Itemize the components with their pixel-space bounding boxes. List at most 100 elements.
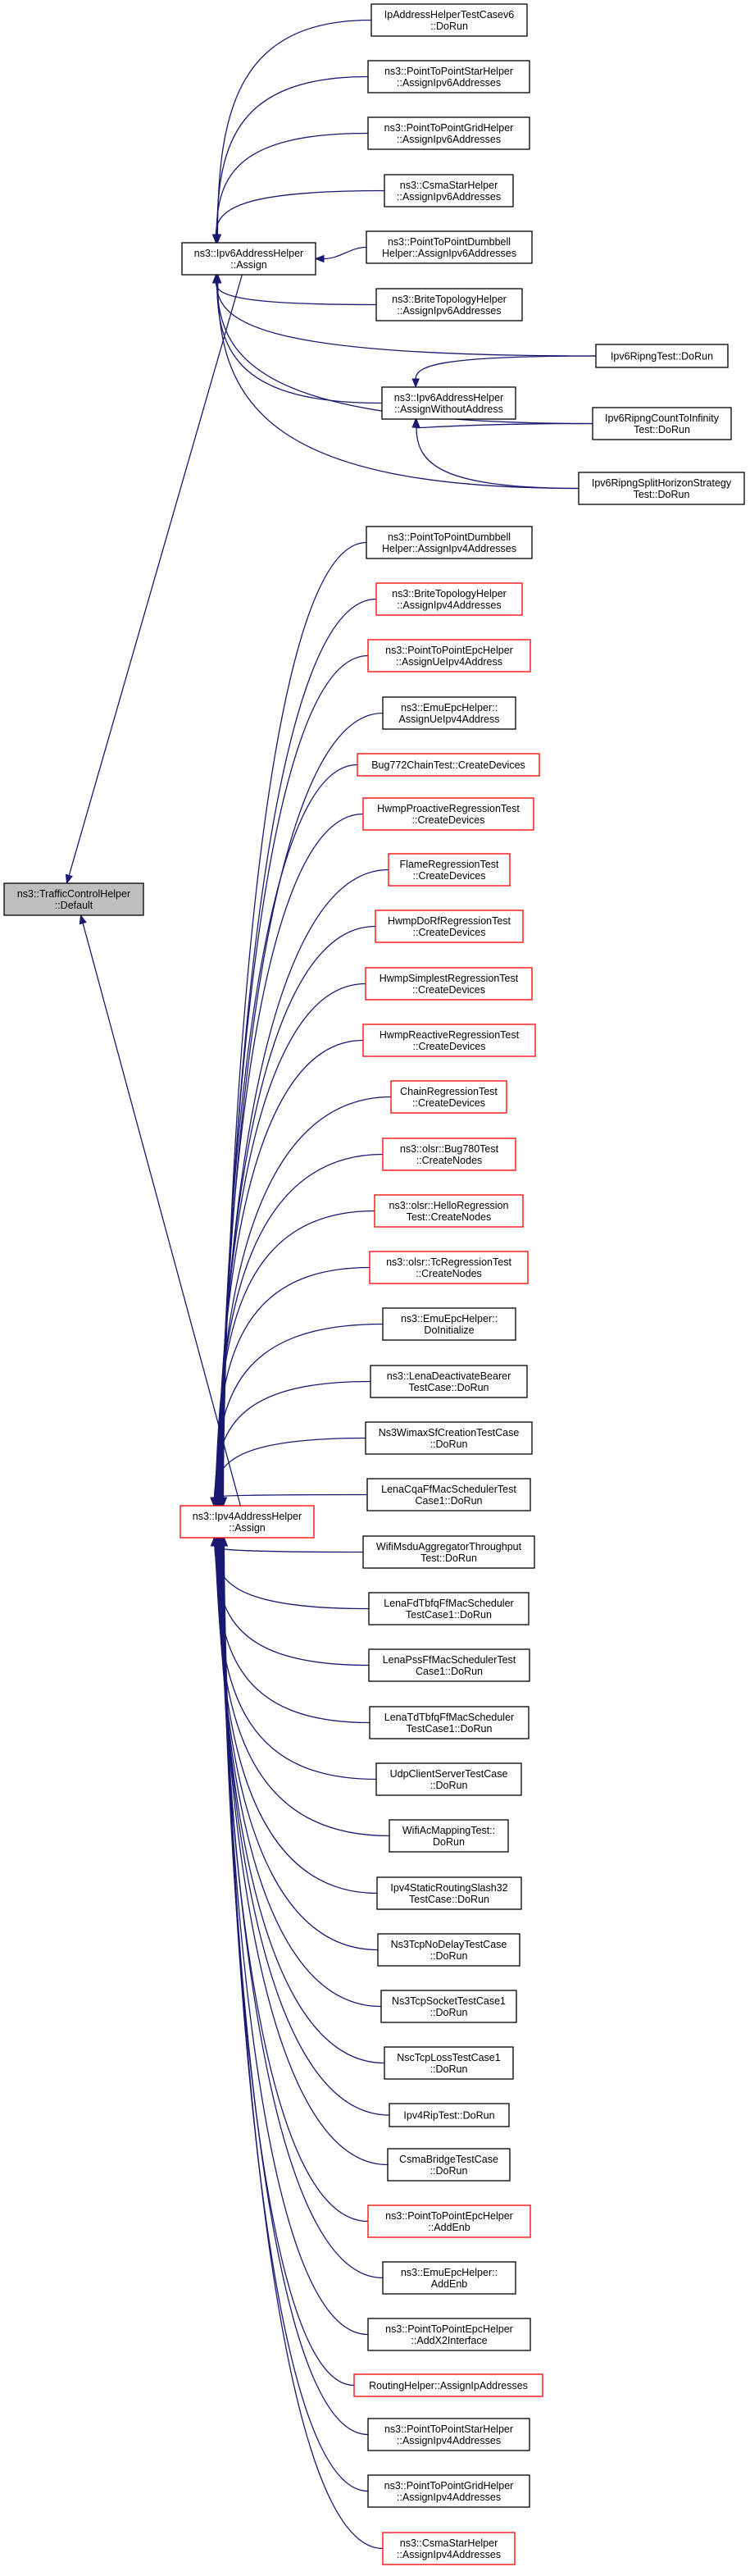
graph-node-label: ::DoRun: [430, 1438, 468, 1450]
graph-node-box: [3, 882, 144, 916]
edge-line: [216, 1545, 377, 1780]
graph-node-label: HwmpReactiveRegressionTest: [380, 1029, 520, 1041]
graph-node-ipv4-assign[interactable]: ns3::Ipv4AddressHelper::Assign: [180, 1505, 315, 1539]
edge-line: [68, 274, 243, 876]
edge-v6-star-to-ipv6-assign: [213, 75, 369, 244]
graph-node-v4-rip[interactable]: Ipv4RipTest::DoRun: [389, 2103, 510, 2127]
edge-v4-grid-to-ipv4-assign: [220, 1536, 369, 2492]
graph-node-v4-udp[interactable]: UdpClientServerTestCase::DoRun: [375, 1762, 522, 1796]
graph-node-box: [369, 1251, 529, 1284]
graph-node-box: [374, 1194, 524, 1228]
graph-node-v4-bug772[interactable]: Bug772ChainTest::CreateDevices: [357, 753, 540, 777]
graph-node-label: LenaTdTbfqFfMacScheduler: [384, 1712, 514, 1723]
edge-v4-wifi-msdu-to-ipv4-assign: [210, 1536, 364, 1553]
edge-v4-hwmp-simplest-to-ipv4-assign: [215, 983, 366, 1507]
graph-node-label: AssignUeIpv4Address: [399, 714, 500, 725]
graph-node-box: [365, 967, 533, 1001]
edge-line: [218, 1545, 382, 2008]
graph-node-ripng[interactable]: Ipv6RipngTest::DoRun: [595, 344, 729, 368]
edge-line: [214, 1380, 371, 1498]
graph-node-v4-emu-addenb[interactable]: ns3::EmuEpcHelper::AddEnb: [382, 2261, 516, 2295]
graph-node-v4-csma-bridge[interactable]: CsmaBridgeTestCase::DoRun: [387, 2148, 511, 2182]
edge-arrowhead: [65, 873, 73, 885]
graph-node-label: Helper::AssignIpv4Addresses: [382, 543, 516, 554]
graph-node-box: [366, 230, 533, 264]
graph-node-v6-grid[interactable]: ns3::PointToPointGridHelper::AssignIpv6A…: [367, 116, 530, 150]
edge-v4-lena-cqa-to-ipv4-assign: [210, 1493, 368, 1507]
graph-node-v4-hwmp-proactive[interactable]: HwmpProactiveRegressionTest::CreateDevic…: [362, 797, 534, 831]
graph-node-v4-epc[interactable]: ns3::PointToPointEpcHelper::AssignUeIpv4…: [367, 639, 531, 672]
graph-node-v4-routing[interactable]: RoutingHelper::AssignIpAddresses: [353, 2373, 543, 2397]
edge-line: [416, 426, 580, 490]
graph-node-box: [367, 639, 531, 672]
graph-node-label: ns3::PointToPointEpcHelper: [385, 645, 513, 656]
graph-node-v4-hwmp-reactive[interactable]: HwmpReactiveRegressionTest::CreateDevice…: [362, 1024, 536, 1057]
graph-node-label: ::AssignIpv4Addresses: [397, 600, 501, 611]
graph-node-label: ::AssignIpv6Addresses: [397, 77, 501, 89]
graph-node-v4-emuepc[interactable]: ns3::EmuEpcHelper::AssignUeIpv4Address: [382, 696, 516, 730]
graph-node-v4-dumbbell[interactable]: ns3::PointToPointDumbbellHelper::AssignI…: [366, 526, 533, 559]
graph-node-ipv6-without[interactable]: ns3::Ipv6AddressHelper::AssignWithoutAdd…: [381, 386, 516, 420]
graph-node-v4-star[interactable]: ns3::PointToPointStarHelper::AssignIpv4A…: [367, 2418, 530, 2451]
graph-node-v4-brite[interactable]: ns3::BriteTopologyHelper::AssignIpv4Addr…: [375, 582, 523, 616]
graph-node-v4-p2p-addenb[interactable]: ns3::PointToPointEpcHelper::AddEnb: [367, 2204, 531, 2238]
graph-node-v4-nsc-tcp[interactable]: NscTcpLossTestCase1::DoRun: [384, 2046, 514, 2080]
edge-line: [82, 923, 241, 1507]
graph-node-v4-chain[interactable]: ChainRegressionTest::CreateDevices: [390, 1080, 507, 1114]
edge-line: [220, 813, 364, 1498]
edge-v4-brite-to-ipv4-assign: [219, 598, 377, 1507]
graph-node-v4-olsr-tc[interactable]: ns3::olsr::TcRegressionTest::CreateNodes: [369, 1251, 529, 1284]
graph-node-v4-tcp-socket[interactable]: Ns3TcpSocketTestCase1::DoRun: [380, 1990, 517, 2023]
graph-node-ipv6-assign[interactable]: ns3::Ipv6AddressHelper::Assign: [181, 242, 316, 276]
graph-node-v4-grid[interactable]: ns3::PointToPointGridHelper::AssignIpv4A…: [367, 2474, 530, 2508]
graph-node-label: HwmpSimplestRegressionTest: [380, 973, 519, 984]
graph-node-v6-star[interactable]: ns3::PointToPointStarHelper::AssignIpv6A…: [367, 60, 530, 93]
graph-node-v6-casev6[interactable]: IpAddressHelperTestCasev6::DoRun: [370, 3, 528, 37]
graph-node-box: [353, 2373, 543, 2397]
graph-node-box: [180, 1505, 315, 1539]
graph-node-label: ns3::EmuEpcHelper::: [401, 1313, 498, 1324]
graph-node-v4-wifi-ac[interactable]: WifiAcMappingTest::DoRun: [389, 1819, 509, 1853]
graph-node-label: Ns3TcpNoDelayTestCase: [391, 1939, 507, 1950]
edge-v4-wifi-ac-to-ipv4-assign: [213, 1536, 390, 1837]
graph-node-label: Test::DoRun: [420, 1552, 477, 1564]
graph-node-label: ::Default: [55, 900, 93, 911]
edge-line: [215, 1323, 384, 1498]
graph-node-label: ::CreateDevices: [413, 927, 486, 938]
graph-node-v4-hwmp-simplest[interactable]: HwmpSimplestRegressionTest::CreateDevice…: [365, 967, 533, 1001]
graph-node-box: [595, 344, 729, 368]
graph-node-label: ns3::Ipv6AddressHelper: [194, 248, 303, 259]
graph-node-label: ::CreateNodes: [416, 1268, 482, 1279]
graph-node-label: ns3::EmuEpcHelper::: [401, 2267, 498, 2278]
graph-node-v4-p2p-x2[interactable]: ns3::PointToPointEpcHelper::AddX2Interfa…: [367, 2318, 531, 2351]
graph-node-v6-brite[interactable]: ns3::BriteTopologyHelper::AssignIpv6Addr…: [375, 288, 523, 321]
edge-line: [216, 1153, 384, 1498]
graph-node-label: TestCase::DoRun: [409, 1382, 489, 1393]
graph-node-v4-flame[interactable]: FlameRegressionTest::CreateDevices: [388, 853, 511, 887]
graph-node-v6-csma[interactable]: ns3::CsmaStarHelper::AssignIpv6Addresses: [384, 174, 514, 207]
edge-v4-udp-to-ipv4-assign: [212, 1536, 377, 1780]
graph-node-v4-hwmp-dorf[interactable]: HwmpDoRfRegressionTest::CreateDevices: [375, 910, 524, 943]
graph-node-v4-csma-star[interactable]: ns3::CsmaStarHelper::AssignIpv4Addresses: [382, 2532, 516, 2565]
graph-node-label: ns3::PointToPointDumbbell: [388, 531, 511, 543]
graph-node-v4-tcp-nodelay[interactable]: Ns3TcpNoDelayTestCase::DoRun: [377, 1933, 520, 1967]
graph-node-v4-wimax[interactable]: Ns3WimaxSfCreationTestCase::DoRun: [365, 1421, 533, 1455]
edge-v4-tcp-socket-to-ipv4-assign: [215, 1536, 382, 2008]
edge-line: [222, 598, 377, 1498]
graph-node-v4-olsr-bug780[interactable]: ns3::olsr::Bug780Test::CreateNodes: [382, 1138, 516, 1171]
edge-v6-grid-to-ipv6-assign: [212, 132, 369, 244]
graph-node-label: Ipv6RipngSplitHorizonStrategy: [592, 477, 732, 489]
graph-node-v4-olsr-hello[interactable]: ns3::olsr::HelloRegressionTest::CreateNo…: [374, 1194, 524, 1228]
graph-node-v6-dumbbell[interactable]: ns3::PointToPointDumbbellHelper::AssignI…: [366, 230, 533, 264]
edge-line: [216, 75, 369, 235]
graph-node-v4-emuepc-init[interactable]: ns3::EmuEpcHelper::DoInitialize: [382, 1307, 516, 1341]
